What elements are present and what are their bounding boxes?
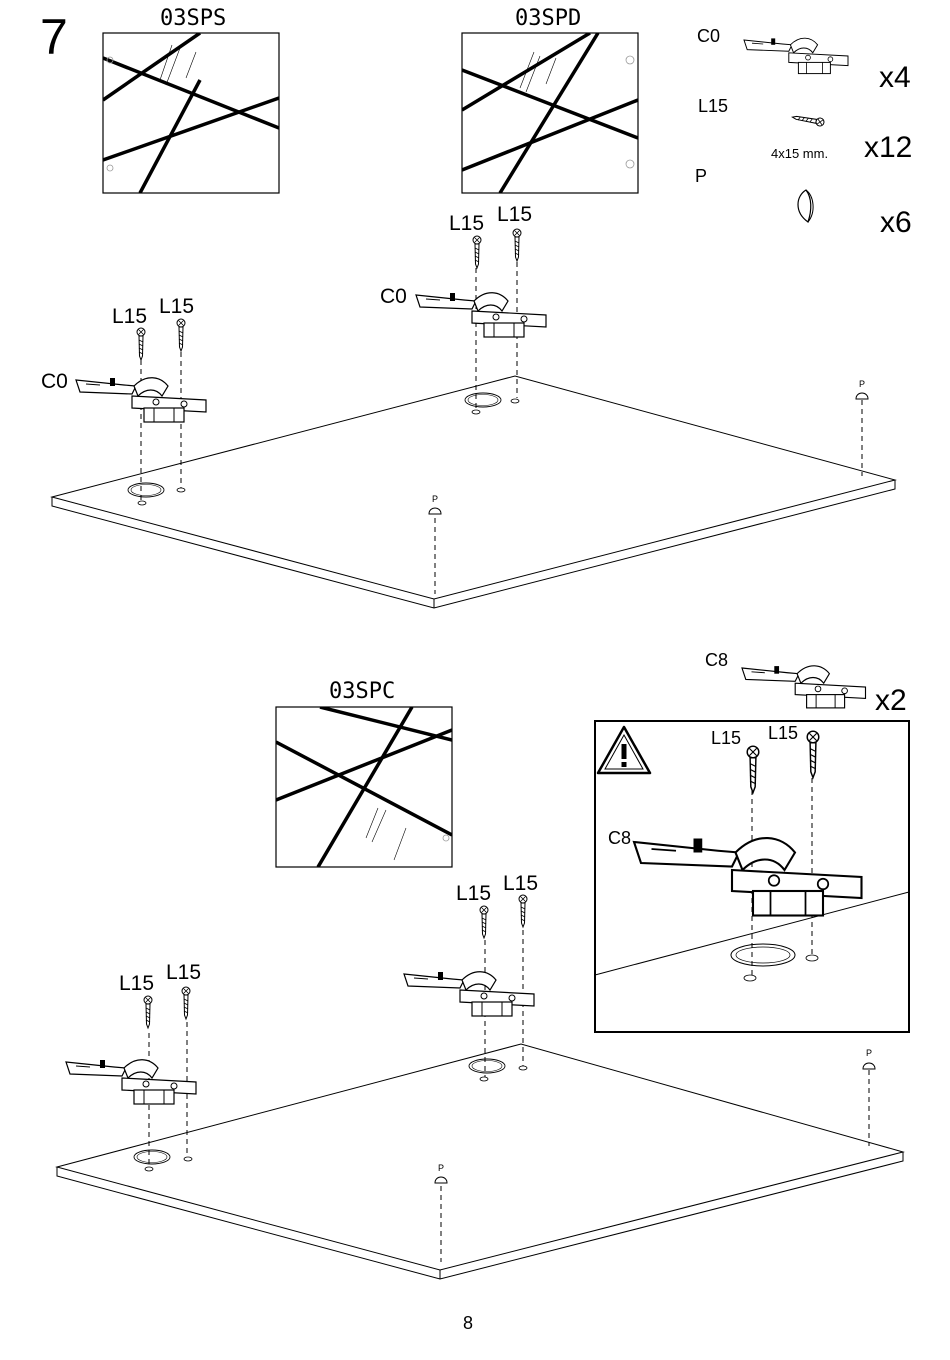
screw-l15	[137, 328, 145, 360]
page-number: 8	[463, 1314, 473, 1332]
bumper-p	[856, 393, 868, 399]
label-l15: L15	[166, 962, 201, 983]
screw-l15-icon	[792, 113, 825, 126]
label-l15: L15	[456, 883, 491, 904]
screw-l15	[513, 229, 521, 261]
label-c0: C0	[41, 371, 68, 392]
label-p: P	[438, 1164, 444, 1173]
part-code-c8: C8	[705, 651, 728, 669]
part-code-c0: C0	[697, 27, 720, 45]
hinge-c8-left	[66, 1060, 196, 1104]
hinge-c8-icon	[742, 666, 866, 708]
label-l15: L15	[449, 213, 484, 234]
bumper-p-icon	[798, 190, 813, 222]
door-thumb-03sps	[103, 33, 279, 193]
part-qty-c0: x4	[879, 63, 911, 93]
label-l15: L15	[112, 306, 147, 327]
warning-detail-box	[595, 721, 909, 1032]
door-thumb-03spd	[462, 33, 638, 193]
part-code-l15: L15	[698, 97, 728, 115]
part-qty-p: x6	[880, 208, 912, 238]
bumper-p	[863, 1063, 875, 1069]
label-c0: C0	[380, 286, 407, 307]
label-l15: L15	[711, 729, 741, 747]
label-p: P	[432, 495, 438, 504]
screw-l15	[182, 987, 190, 1019]
label-p: P	[859, 380, 865, 389]
step-number: 7	[40, 12, 68, 62]
screw-l15	[473, 236, 481, 268]
part-qty-l15: x12	[864, 133, 912, 163]
screw-l15	[480, 906, 488, 938]
panel-name-03spc: 03SPC	[329, 681, 395, 703]
part-qty-c8: x2	[875, 686, 907, 716]
label-l15: L15	[159, 296, 194, 317]
label-l15: L15	[119, 973, 154, 994]
label-c8: C8	[608, 829, 631, 847]
part-desc-l15: 4x15 mm.	[771, 147, 828, 160]
label-l15: L15	[497, 204, 532, 225]
panel-name-03sps: 03SPS	[160, 8, 226, 30]
label-l15: L15	[768, 724, 798, 742]
panel-name-03spd: 03SPD	[515, 8, 581, 30]
hinge-c0-right	[416, 293, 546, 337]
part-code-p: P	[695, 167, 707, 185]
screw-l15	[177, 319, 185, 351]
hinge-c0-icon	[744, 38, 848, 73]
hinge-c8-right	[404, 972, 534, 1016]
screw-l15	[519, 895, 527, 927]
label-p: P	[866, 1049, 872, 1058]
screw-l15	[144, 996, 152, 1028]
label-l15: L15	[503, 873, 538, 894]
door-thumb-03spc	[276, 707, 452, 867]
